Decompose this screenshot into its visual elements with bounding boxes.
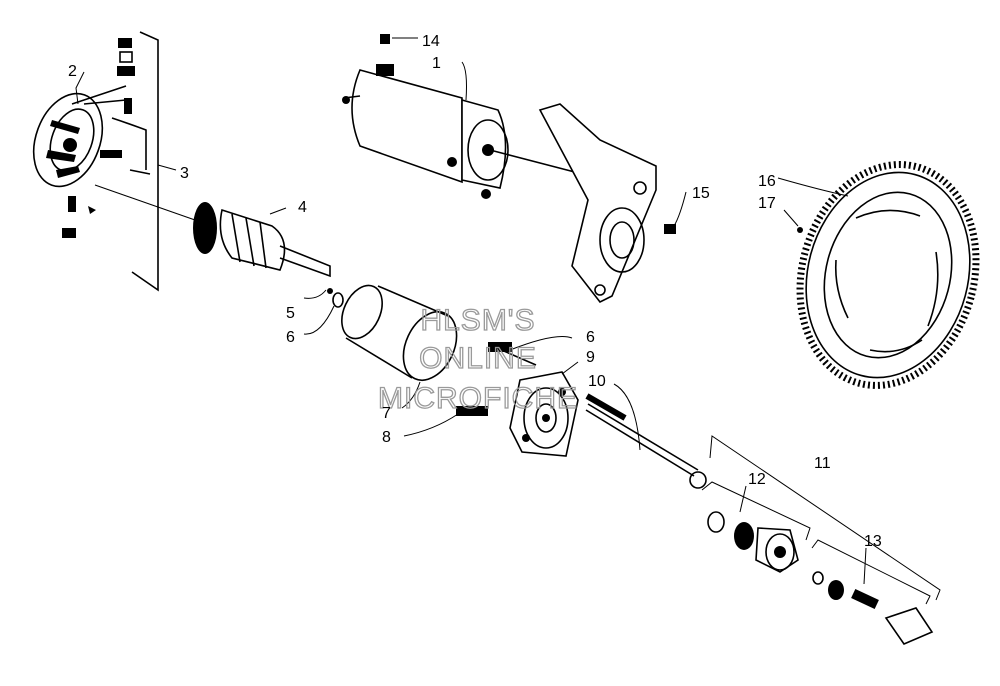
callout-5: 5 (286, 305, 295, 322)
callout-6-left: 6 (286, 329, 295, 346)
through-bolt (585, 393, 707, 489)
ring-gear (796, 161, 980, 389)
callout-2: 2 (68, 63, 77, 80)
drive-end-frame (509, 371, 579, 457)
callout-8: 8 (382, 429, 391, 446)
callout-4: 4 (298, 199, 307, 216)
callout-6-right: 6 (586, 329, 595, 346)
leader-lines (75, 37, 867, 585)
watermark-line-3: MICROFICHE (378, 382, 578, 415)
callout-10: 10 (588, 373, 606, 390)
end-cover-bracket-frame (131, 31, 177, 292)
callout-labels: 2 3 4 5 6 7 8 6 9 10 11 12 13 14 1 15 16… (68, 33, 882, 550)
armature (94, 184, 344, 308)
callout-17: 17 (758, 195, 776, 212)
callout-13: 13 (864, 533, 882, 550)
brush-end-cover (32, 38, 151, 238)
mounting-bracket (538, 103, 676, 304)
callout-15: 15 (692, 185, 710, 202)
callout-14: 14 (422, 33, 440, 50)
callout-3: 3 (180, 165, 189, 182)
watermark-line-2: ONLINE (419, 342, 537, 375)
drive-pinion-assembly (707, 511, 934, 645)
watermark-line-1: HLSM'S (420, 304, 535, 337)
callout-9: 9 (586, 349, 595, 366)
callout-1: 1 (432, 55, 441, 72)
callout-16: 16 (758, 173, 776, 190)
watermark: HLSM'S ONLINE MICROFICHE (377, 303, 578, 415)
callout-7: 7 (382, 405, 391, 422)
callout-11: 11 (814, 455, 831, 472)
yoke-housing (341, 284, 537, 416)
sub-assembly-brackets (701, 435, 941, 605)
callout-12: 12 (748, 471, 766, 488)
